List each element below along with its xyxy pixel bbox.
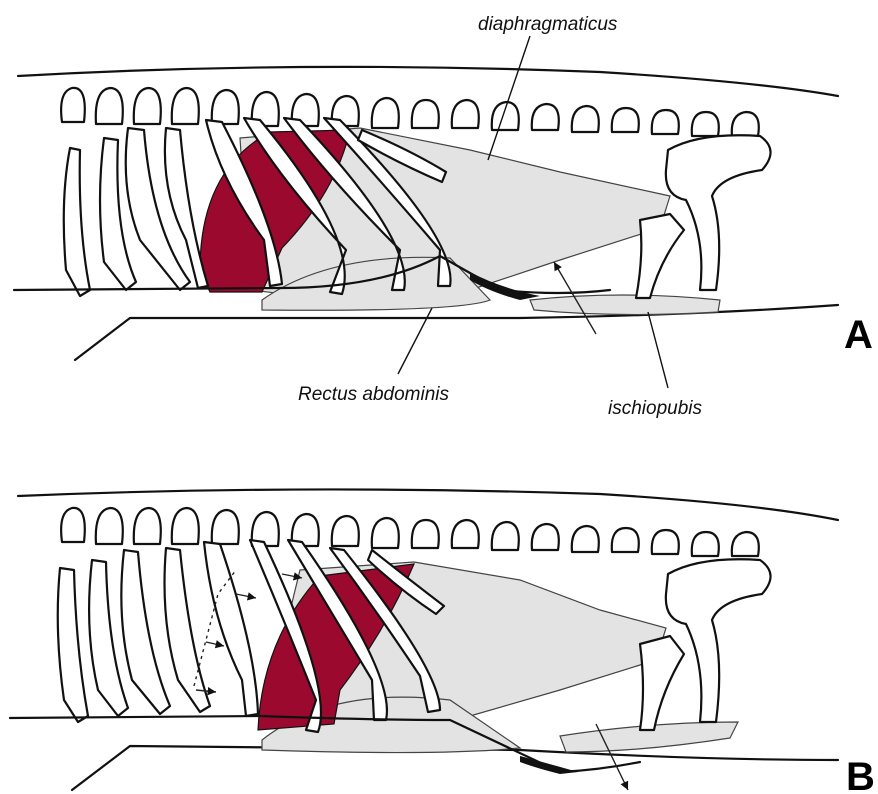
pelvis (640, 559, 771, 730)
pelvis (636, 135, 771, 298)
label-diaphragmaticus: diaphragmaticus (478, 14, 618, 35)
ventral-body-outline (75, 305, 838, 360)
ventral-body-outline (72, 746, 838, 790)
panel-letter-a: A (844, 313, 873, 357)
panel-letter-b: B (846, 755, 875, 794)
label-ischiopubis: ischiopubis (608, 398, 702, 419)
arrow-icon (206, 642, 224, 646)
ischiopubis-muscle (530, 295, 720, 315)
panel-a: diaphragmaticus Rectus abdominis ischiop… (14, 14, 873, 419)
arrow-icon (236, 594, 256, 598)
pubic-cartilage (520, 756, 578, 774)
panel-b: B (10, 489, 875, 794)
label-rectus-abdominis: Rectus abdominis (298, 384, 450, 405)
ischiopubis-leader (648, 312, 668, 388)
diaphragmaticus-leader (488, 36, 530, 160)
